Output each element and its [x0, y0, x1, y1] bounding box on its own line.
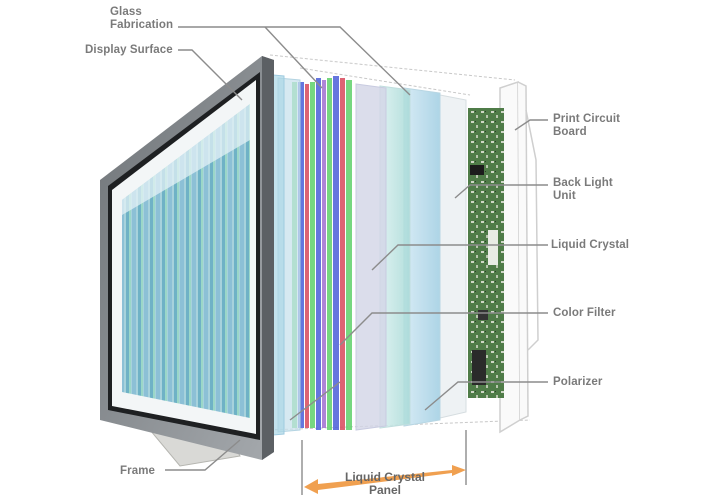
- label-liquid-crystal-panel: Liquid Crystal Panel: [344, 470, 425, 497]
- rear-chassis: [499, 80, 539, 434]
- glass-layers: [355, 83, 441, 431]
- monitor: [100, 56, 274, 467]
- panel-span-arrow: [304, 465, 466, 494]
- label-back-light-unit: Back Light Unit: [553, 177, 613, 202]
- label-color-filter: Color Filter: [553, 307, 616, 319]
- label-polarizer: Polarizer: [553, 376, 603, 388]
- label-print-circuit-board: Print Circuit Board: [553, 113, 621, 138]
- back-light-panel: [439, 94, 467, 419]
- label-glass-fabrication: Glass Fabrication: [110, 6, 174, 31]
- print-circuit-board: [468, 108, 504, 398]
- label-liquid-crystal: Liquid Crystal: [551, 239, 630, 251]
- color-filter-layer: [292, 76, 352, 430]
- label-frame: Frame: [120, 465, 156, 477]
- leader-lines: [165, 26, 548, 495]
- label-display-surface: Display Surface: [85, 44, 173, 56]
